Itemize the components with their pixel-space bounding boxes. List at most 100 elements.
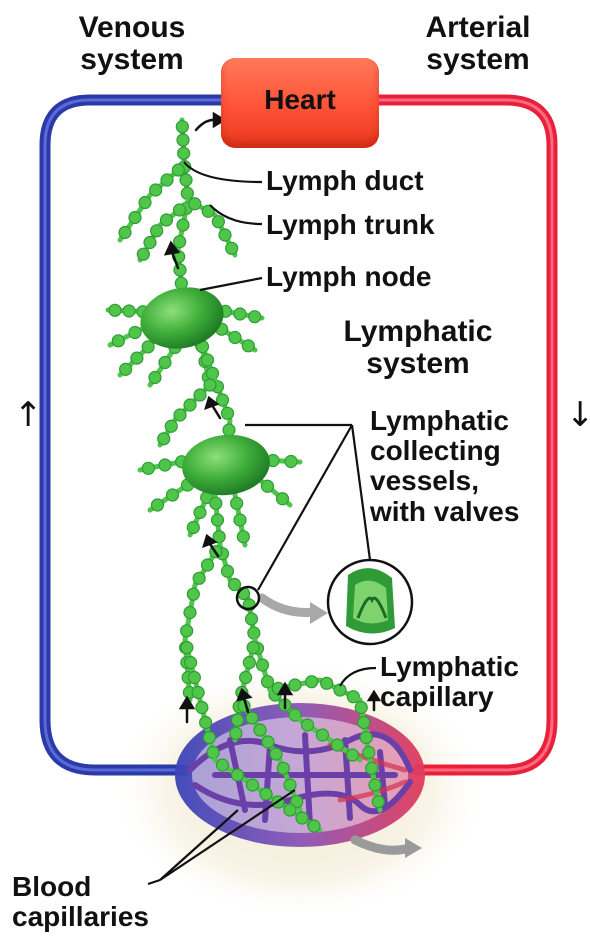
vessel-bead [222,565,234,577]
vessel-bead [248,627,260,639]
vessel-bead [181,625,193,637]
vessel-bead [150,184,162,196]
vessel-bead [260,788,272,800]
vessel-bead [188,672,200,684]
vessel-bead [247,779,259,791]
vessel-bead [232,769,244,781]
vessel-bead [174,204,186,216]
lymph-branch [187,490,212,535]
lymph-branch [218,305,262,322]
vessel-bead [123,305,135,317]
vessel-bead [234,514,246,526]
vessel-bead [372,796,384,808]
heart: Heart [221,58,379,148]
vessel-bead [203,732,215,744]
vessel-bead [194,507,206,519]
vessel-bead [321,677,333,689]
vessel-bead [144,237,156,249]
vessel-bead [332,739,344,751]
venous-flow-arrow-icon: ↑ [14,398,43,432]
vessel-bead [243,657,255,669]
vessel-bead [247,642,259,654]
vessel-bead [262,480,274,492]
lymph-branch [231,495,250,545]
vessel-bead [176,121,188,133]
vessel-bead [257,659,269,671]
vessel-bead [226,242,238,254]
vessel-bead [174,236,186,248]
vessel-bead [217,759,229,771]
vessel-bead [152,499,164,511]
vessel-bead [151,225,163,237]
collecting-vessels-label: Lymphatic collecting vessels, with valve… [370,406,519,527]
vessel-bead [181,642,193,654]
vessel-bead [246,712,258,724]
vessel-bead [120,363,132,375]
vessel-bead [165,420,177,432]
vessel-bead [262,676,274,688]
vessel-bead [210,497,222,509]
vessel-bead [161,174,173,186]
vessel-bead [119,227,131,239]
vessel-bead [192,687,204,699]
vessel-bead [177,219,189,231]
vessel-bead [249,311,261,323]
vessel-bead [202,354,214,366]
vessel-bead [306,676,318,688]
vessel-bead [184,607,196,619]
vessel-bead [158,433,170,445]
vessel-bead [289,679,301,691]
vessel-bead [193,572,205,584]
vessel-bead [296,812,308,824]
vessel-bead [277,493,289,505]
vessel-bead [196,702,208,714]
lymph-branch [260,480,290,505]
vessel-bead [172,164,184,176]
vessel-bead [270,748,282,760]
vessel-bead [347,749,359,761]
vessel-bead [237,531,249,543]
vessel-bead [223,424,235,436]
vessel-bead [187,522,199,534]
vessel-bead [262,736,274,748]
vessel-bead [129,212,141,224]
vessel-bead [202,559,214,571]
lymph-node-label: Lymph node [266,262,431,292]
vessel-bead [131,352,143,364]
lymph-duct-label: Lymph duct [266,166,424,196]
vessel-bead [360,732,372,744]
lymph-branch [150,479,195,511]
vessel-bead [358,717,370,729]
vessel-bead [149,372,161,384]
vessel-bead [112,335,124,347]
valve-flow-arrow [262,598,315,612]
vessel-bead [207,747,219,759]
vessel-bead [178,147,190,159]
vessel-bead [142,462,154,474]
arterial-flow-arrow-icon: ↓ [566,398,590,432]
vessel-bead [363,747,375,759]
vessel-bead [234,308,246,320]
heart-label: Heart [221,84,379,116]
lymphatic-capillary-label: Lymphatic capillary [380,652,519,712]
vessel-bead [137,248,149,260]
vessel-bead [185,657,197,669]
vessel-bead [230,727,242,739]
vessel-bead [212,514,224,526]
vessel-bead [109,304,121,316]
vessel-bead [242,340,254,352]
vessel-bead [161,214,173,226]
lymph-branch [158,379,216,445]
vessel-bead [240,672,252,684]
vessel-bead [184,399,196,411]
vessel-bead [317,729,329,741]
arterial-system-label: Arterial system [398,12,558,77]
lymph-branch [215,323,255,352]
vessel-bead [174,264,186,276]
vessel-bead [181,187,193,199]
vessel-bead [177,134,189,146]
vessel-bead [366,762,378,774]
vessel-bead [194,389,206,401]
vessel-bead [200,717,212,729]
vessel-bead [229,579,241,591]
